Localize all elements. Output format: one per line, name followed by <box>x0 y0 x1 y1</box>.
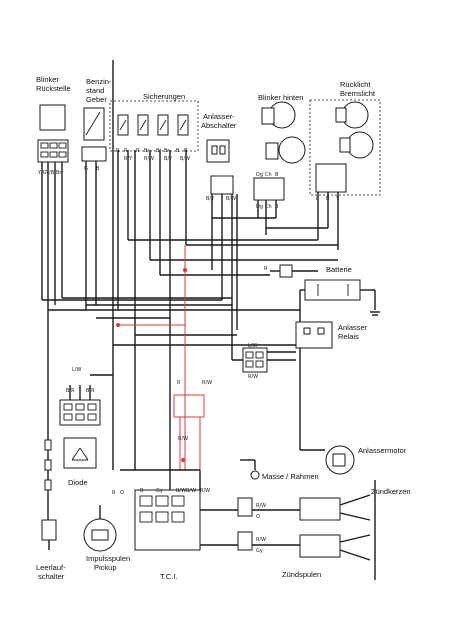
wire-code: L <box>316 196 319 202</box>
wire-code: Br <box>56 170 62 176</box>
battery-label: Batterie <box>326 265 352 274</box>
wire-code: B/W <box>186 488 197 494</box>
blinker-reset-unit <box>37 104 69 163</box>
horizontal-wires <box>42 217 338 361</box>
tci-label: T.C.I. <box>160 572 178 581</box>
tail-light-label-1: Rücklicht <box>340 80 371 89</box>
wire-code: Br <box>164 148 170 154</box>
wire-code: L/W <box>248 343 258 349</box>
starter-motor-label: Anlassermotor <box>358 446 407 455</box>
wire-code: Dg <box>256 172 264 178</box>
wire-code: G <box>84 166 88 172</box>
wire-code: B/R <box>66 388 75 394</box>
wire-code: R <box>177 380 181 386</box>
rear-indicators-label: Blinker hinten <box>258 93 304 102</box>
diode-label: Diode <box>68 478 88 487</box>
wire-code: R/W <box>256 537 267 543</box>
wire-code: B <box>275 204 279 210</box>
pickup-coil <box>83 505 117 552</box>
blinker-reset-label-2: Rückstelle <box>36 84 71 93</box>
wire-code: Y/G <box>38 170 47 176</box>
wire-code: B/W <box>226 196 237 202</box>
ground-label: Masse / Rahmen <box>262 472 319 481</box>
wire-code: Br <box>144 148 150 154</box>
fuel-sender <box>81 107 107 162</box>
pickup-label-2: Pickup <box>94 563 117 572</box>
wire-code: Dg <box>256 204 264 210</box>
blinker-reset-label-1: Blinker <box>36 75 59 84</box>
wire-code: B/Y <box>206 196 215 202</box>
wire-code: B <box>140 488 144 494</box>
starter-motor <box>300 445 355 475</box>
starter-relay-label-2: Relais <box>338 332 359 341</box>
wire-code: R <box>116 148 120 154</box>
wire-code: R <box>264 266 268 272</box>
wire-code: B <box>176 148 180 154</box>
wire-code: R/W <box>178 436 189 442</box>
spark-plugs-label: Zündkerzen <box>371 487 411 496</box>
wire-code: B/W <box>180 156 191 162</box>
ignition-coils-label: Zündspulen <box>282 570 322 579</box>
wire-code: B/R <box>86 388 95 394</box>
wire-code: O <box>256 514 260 520</box>
starter-cutoff-label-1: Anlasser- <box>203 112 235 121</box>
pickup-label-1: Impulsspulen <box>86 554 131 563</box>
diode-block <box>59 374 113 469</box>
wire-code: Ch <box>265 172 272 178</box>
wire-code: Y <box>336 196 340 202</box>
wire-code: B/W <box>176 488 187 494</box>
wire-code: Br <box>156 148 162 154</box>
wire-code: L/W <box>72 367 82 373</box>
wire-code: R/W <box>256 503 267 509</box>
fuse-box <box>109 100 199 152</box>
wire-code: B <box>275 172 279 178</box>
wire-code: R/W <box>248 374 259 380</box>
tail-brake-light <box>309 99 381 196</box>
wire-code: B <box>96 166 100 172</box>
starter-relay <box>295 321 333 349</box>
neutral-switch-label-1: Leerlauf- <box>36 563 66 572</box>
starter-cutoff-label-2: Abschalter <box>201 121 237 130</box>
wire-code: R/W <box>200 488 211 494</box>
frame-ground <box>240 459 260 480</box>
starter-cutoff-switch <box>206 139 234 195</box>
mid-connector <box>242 347 296 373</box>
wire-code: B/Y <box>164 156 173 162</box>
wire-code: R/Y <box>124 156 133 162</box>
wire-code: R <box>136 148 140 154</box>
starter-relay-label-1: Anlasser <box>338 323 368 332</box>
wire-code: B <box>184 148 188 154</box>
fuel-sender-label-2: stand <box>86 86 105 95</box>
fuel-sender-label-3: Geber <box>86 95 107 104</box>
tail-light-label-2: Bremslicht <box>340 89 376 98</box>
rear-indicator-bulbs <box>253 101 306 201</box>
fuses-label: Sicherungen <box>143 92 186 101</box>
wire-code: O <box>120 490 124 496</box>
wire-code: Gy <box>256 548 263 554</box>
wire-code: R <box>124 148 128 154</box>
red-wires <box>116 245 205 470</box>
neutral-switch-label-2: schalter <box>38 572 65 581</box>
bus-wires <box>41 60 339 520</box>
neutral-switch <box>41 310 57 550</box>
battery <box>270 264 380 450</box>
wire-code: R/W <box>144 156 155 162</box>
fuel-sender-label-1: Benzin- <box>86 77 112 86</box>
wire-code: B <box>326 196 330 202</box>
wire-code: Gy <box>156 488 163 494</box>
tci-unit <box>120 469 300 551</box>
wire-code: Ch <box>265 204 272 210</box>
wire-code: R <box>112 490 116 496</box>
wire-code: Y/B <box>46 170 55 176</box>
ignition-coils <box>237 480 376 580</box>
wire-code: R/W <box>202 380 213 386</box>
